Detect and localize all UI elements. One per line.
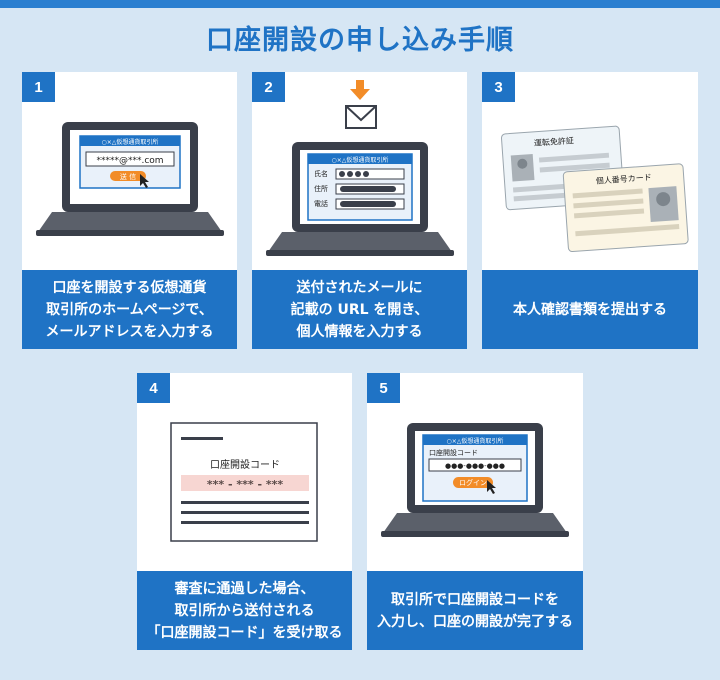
screen-header: ○×△仮想通貨取引所 <box>102 138 159 146</box>
screen-header: ○×△仮想通貨取引所 <box>447 437 504 445</box>
code-value: *** - *** - *** <box>207 478 283 491</box>
code-document-illustration: 口座開設コード *** - *** - *** <box>170 422 318 542</box>
step-number: 4 <box>137 373 170 403</box>
screen-header: ○×△仮想通貨取引所 <box>332 156 389 164</box>
email-field: *****@***.com <box>96 156 163 166</box>
caption-line: 個人情報を入力する <box>296 323 423 340</box>
step-caption: 審査に通過した場合、 取引所から送付される 「口座開設コード」を受け取る <box>137 571 352 650</box>
caption-line: 送付されたメールに <box>296 279 423 296</box>
step-card-5: 5 ○×△仮想通貨取引所 口座開設コード ●●●-●●●-●●● ログイン 取引… <box>367 373 583 650</box>
submit-button: 送 信 <box>120 172 136 181</box>
document-label: 口座開設コード <box>210 458 280 471</box>
caption-line: 本人確認書類を提出する <box>513 301 667 318</box>
step-number: 1 <box>22 72 55 102</box>
top-accent-bar <box>0 0 720 8</box>
caption-line: 取引所のホームページで、 <box>46 301 213 318</box>
caption-line: 「口座開設コード」を受け取る <box>146 624 343 641</box>
step-number: 3 <box>482 72 515 102</box>
page-title: 口座開設の申し込み手順 <box>206 25 514 56</box>
caption-line: 審査に通過した場合、 <box>174 580 315 597</box>
laptop-email-illustration: ○×△仮想通貨取引所 *****@***.com 送 信 <box>36 122 224 236</box>
drivers-license-label: 運転免許証 <box>534 135 575 148</box>
code-field: ●●●-●●●-●●● <box>445 462 505 470</box>
caption-line: 取引所で口座開設コードを <box>391 591 559 608</box>
field-label: 電話 <box>314 199 328 208</box>
step-caption: 本人確認書類を提出する <box>482 270 698 349</box>
step-card-1: 1 ○×△仮想通貨取引所 *****@***.com 送 信 口座を開設する仮想… <box>22 72 237 349</box>
step-number: 5 <box>367 373 400 403</box>
step-caption: 口座を開設する仮想通貨 取引所のホームページで、 メールアドレスを入力する <box>22 270 237 349</box>
caption-line: メールアドレスを入力する <box>45 323 214 340</box>
laptop-form-illustration: ○×△仮想通貨取引所 氏名 住所 電話 <box>266 80 454 256</box>
step-caption: 取引所で口座開設コードを 入力し、口座の開設が完了する <box>367 571 583 650</box>
step-card-2: 2 ○×△仮想通貨取引所 氏名 住所 電話 送付されたメールに 記載の URL … <box>252 72 467 349</box>
login-button: ログイン <box>459 478 487 487</box>
id-cards-illustration: 運転免許証 個人番号カード <box>500 125 689 253</box>
field-label: 氏名 <box>314 169 328 178</box>
envelope-icon <box>345 105 377 129</box>
step-caption: 送付されたメールに 記載の URL を開き、 個人情報を入力する <box>252 270 467 349</box>
step-card-4: 4 口座開設コード *** - *** - *** 審査に通過した場合、 取引所… <box>137 373 352 650</box>
field-label: 住所 <box>314 184 328 193</box>
my-number-card-label: 個人番号カード <box>595 172 652 186</box>
code-label: 口座開設コード <box>429 448 478 457</box>
step-number: 2 <box>252 72 285 102</box>
step-card-3: 3 運転免許証 個人番号カード 本人確認書類を提出する <box>482 72 698 349</box>
caption-line: 記載の URL を開き、 <box>290 301 429 318</box>
caption-line: 口座を開設する仮想通貨 <box>52 279 207 296</box>
laptop-login-illustration: ○×△仮想通貨取引所 口座開設コード ●●●-●●●-●●● ログイン <box>381 423 569 537</box>
arrow-down-icon <box>350 89 370 100</box>
caption-line: 取引所から送付される <box>174 602 315 619</box>
caption-line: 入力し、口座の開設が完了する <box>377 613 573 630</box>
